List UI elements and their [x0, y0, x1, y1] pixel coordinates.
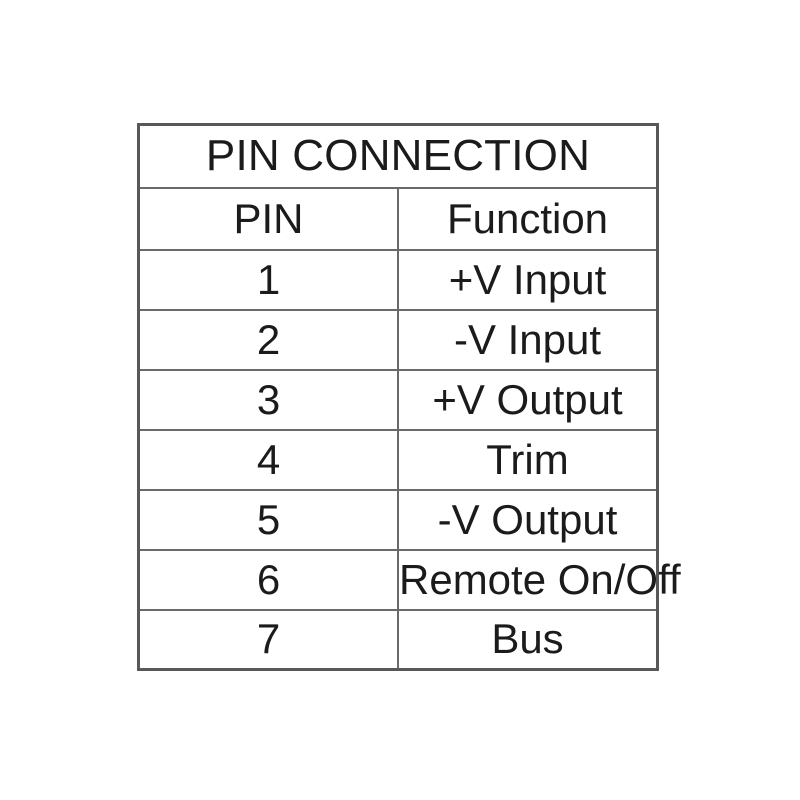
cell-pin-number: 2 [137, 308, 399, 371]
table-title-row: PIN CONNECTION [137, 123, 659, 189]
cell-pin-number: 4 [137, 428, 399, 491]
cell-pin-function: +V Output [397, 368, 659, 431]
table-row: 7 Bus [137, 608, 659, 671]
cell-pin-function: Remote On/Off [397, 548, 681, 611]
column-header-function: Function [397, 186, 659, 251]
cell-pin-number: 3 [137, 368, 399, 431]
table-header-row: PIN Function [137, 186, 659, 251]
cell-pin-function: Bus [397, 608, 659, 671]
table-row: 6 Remote On/Off [137, 548, 681, 611]
cell-pin-function: +V Input [397, 248, 659, 311]
table-title: PIN CONNECTION [137, 123, 659, 189]
pin-connection-table: PIN CONNECTION PIN Function 1 +V Input 2… [137, 123, 681, 671]
column-header-pin: PIN [137, 186, 399, 251]
table-row: 1 +V Input [137, 248, 659, 311]
cell-pin-number: 6 [137, 548, 399, 611]
cell-pin-number: 5 [137, 488, 399, 551]
cell-pin-number: 7 [137, 608, 399, 671]
table-row: 2 -V Input [137, 308, 659, 371]
table-row: 4 Trim [137, 428, 659, 491]
table-row: 5 -V Output [137, 488, 659, 551]
cell-pin-function: -V Input [397, 308, 659, 371]
cell-pin-function: -V Output [397, 488, 659, 551]
cell-pin-number: 1 [137, 248, 399, 311]
cell-pin-function: Trim [397, 428, 659, 491]
table-row: 3 +V Output [137, 368, 659, 431]
